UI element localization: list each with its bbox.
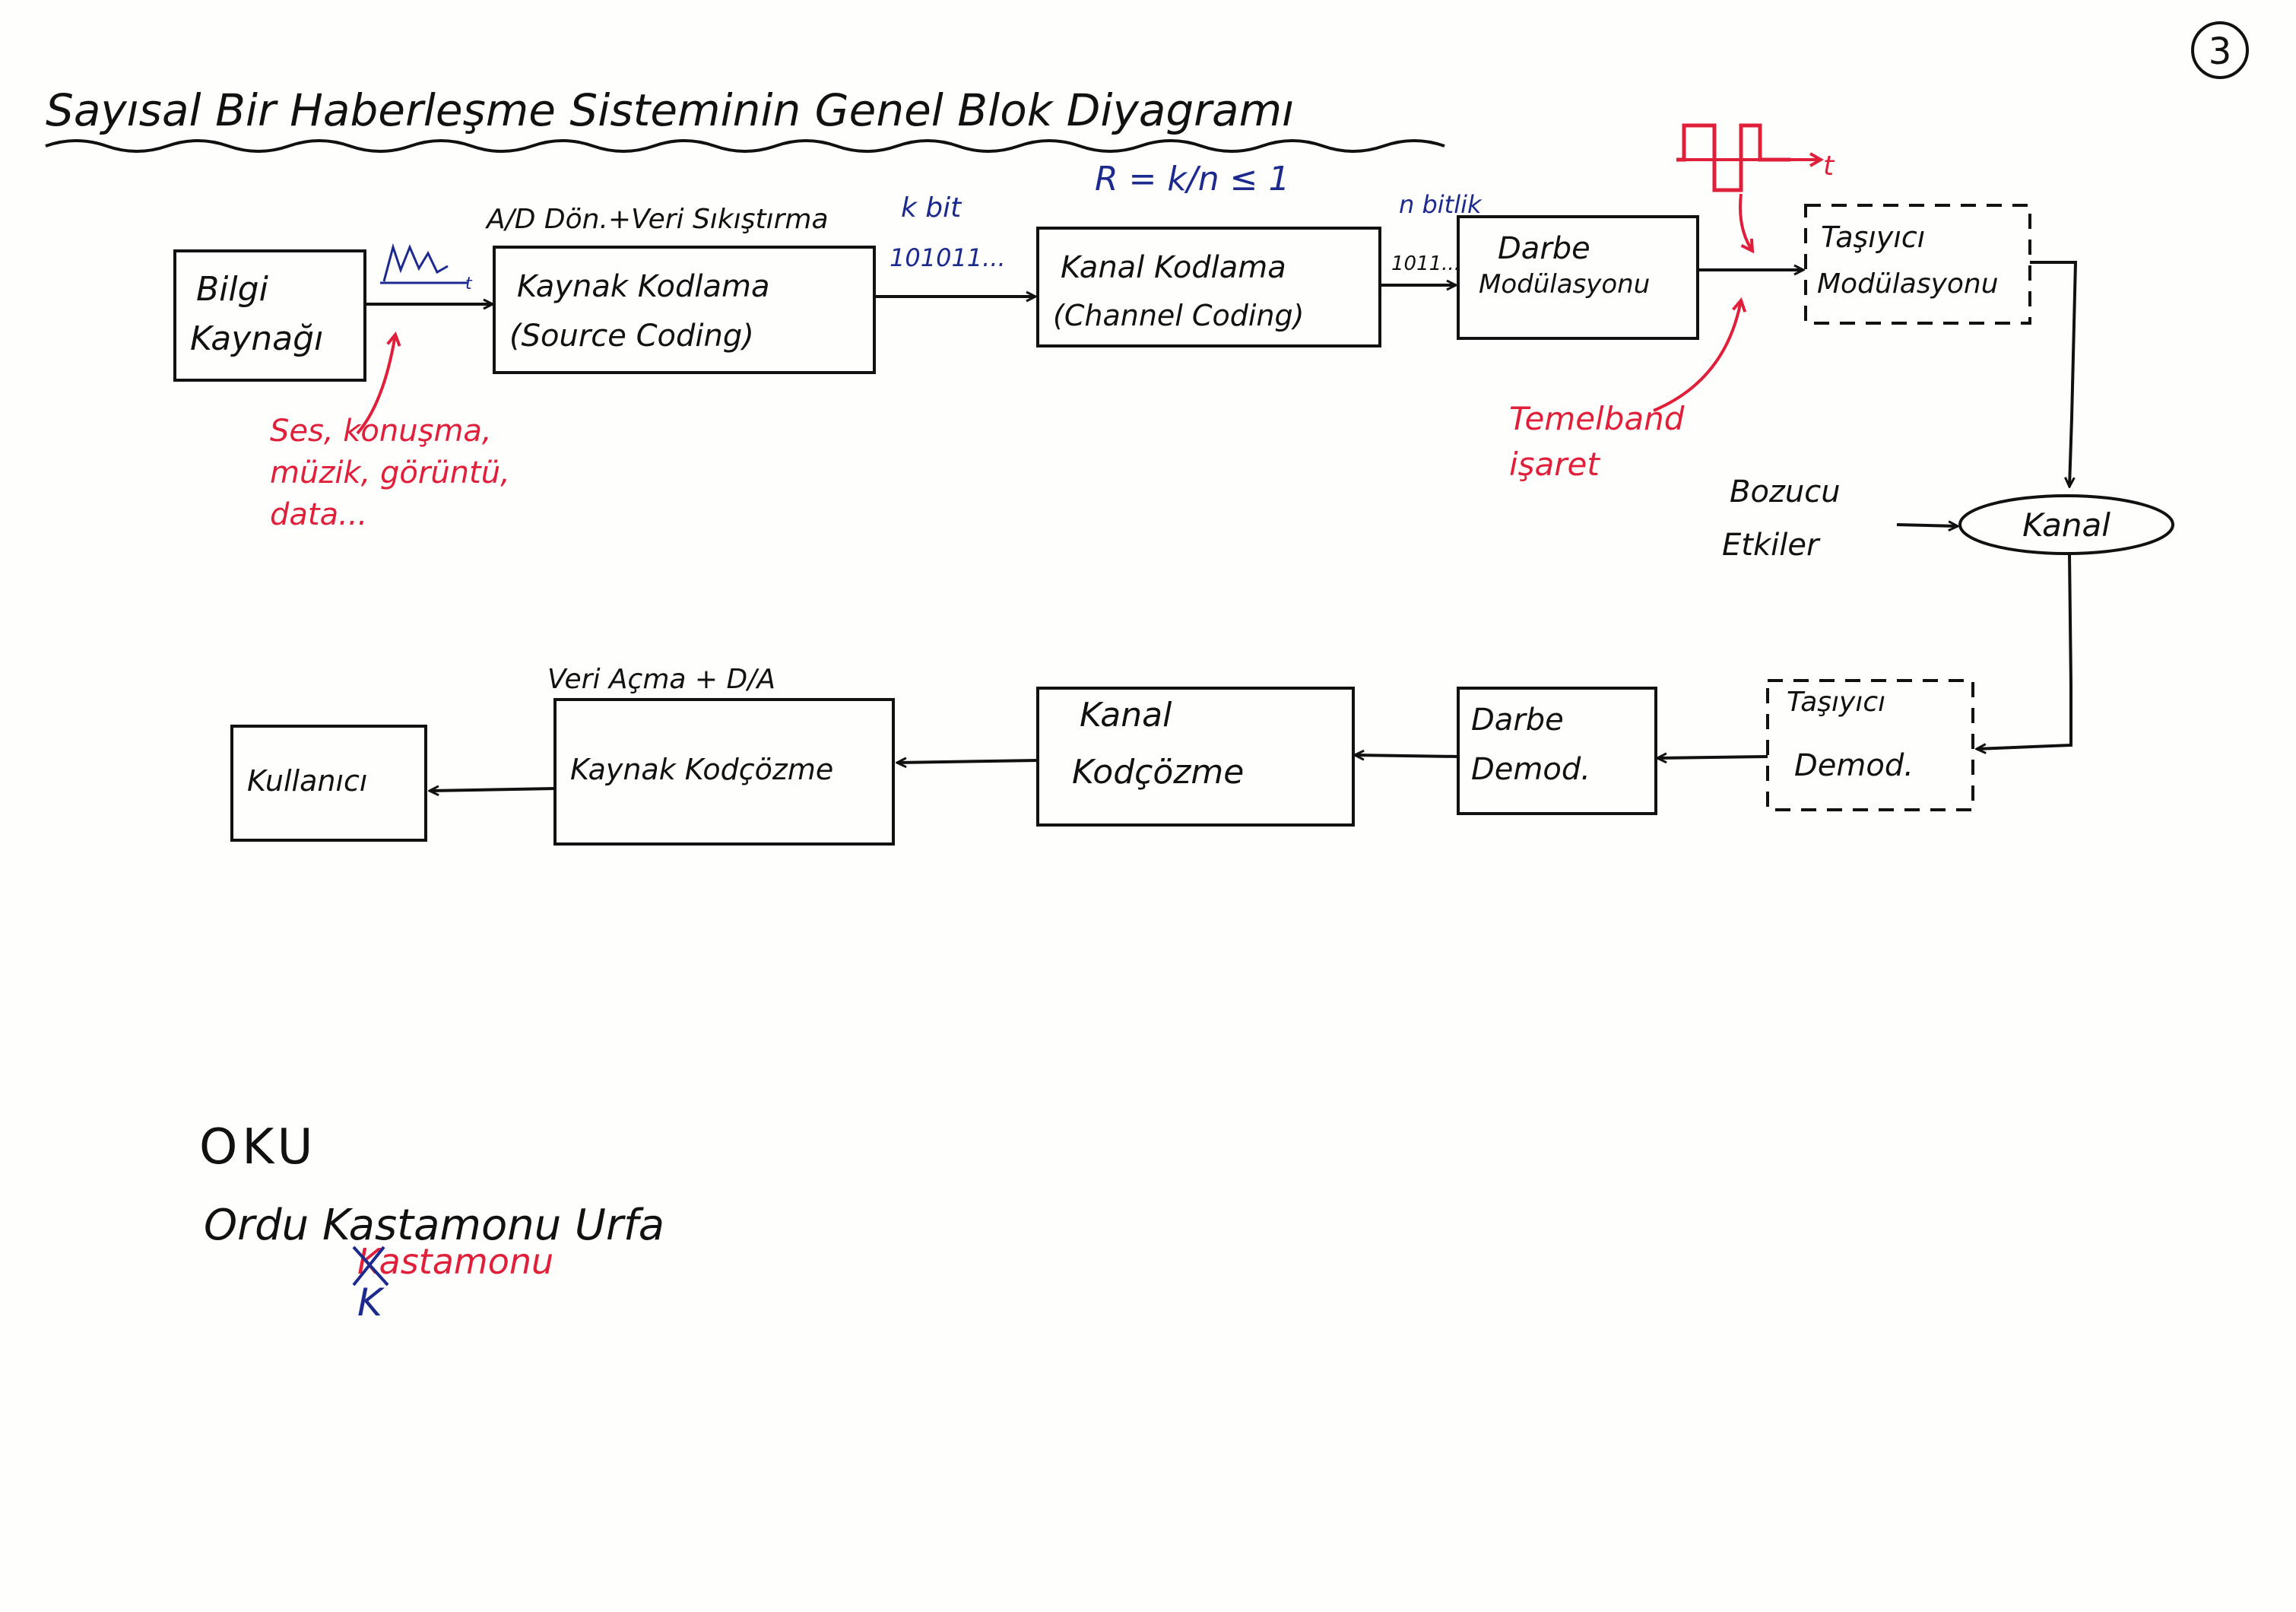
arrow-kanal-kodcozme-to-kaynak-kodcozme <box>897 760 1039 763</box>
bilgi-kaynagi-block <box>173 249 366 382</box>
kullanici-label: Kullanıcı <box>247 764 367 798</box>
darbe-modulasyonu-label-2: Modülasyonu <box>1479 269 1650 300</box>
kaynak-kodlama-label-1: Kaynak Kodlama <box>517 269 770 304</box>
tasiyici-demod-label-1: Taşıyıcı <box>1787 687 1885 718</box>
note-blue-letter: K <box>357 1280 385 1325</box>
tasiyici-modulasyonu-block <box>1804 204 2031 325</box>
kanal-kodlama-block <box>1036 227 1381 347</box>
darbe-demod-label-1: Darbe <box>1471 703 1564 738</box>
kanal-ellipse <box>1958 494 2174 555</box>
kanal-kodcozme-label-2: Kodçözme <box>1072 753 1244 792</box>
note-oku: OKU <box>199 1119 317 1176</box>
page-number: 3 <box>2209 30 2232 73</box>
source-examples-arrow <box>356 335 395 435</box>
darbe-demod-block <box>1457 687 1657 815</box>
bilgi-kaynagi-label-2: Kaynağı <box>190 319 323 358</box>
bozucu-etkiler-label-2: Etkiler <box>1722 528 1821 563</box>
temelband-label-1: Temelband <box>1509 400 1685 437</box>
k-bit-label: k bit <box>901 192 962 224</box>
bits-sequence-1: 101011... <box>890 243 1006 272</box>
source-examples-line-3: data... <box>270 497 367 532</box>
kanal-kodcozme-block <box>1036 687 1355 827</box>
pulse-pointer-arrow <box>1739 193 1752 251</box>
code-rate-label: R = k/n ≤ 1 <box>1095 160 1289 198</box>
arrow-darbe-demod-to-kanal-kodcozme <box>1355 755 1459 757</box>
page-number-circle <box>2191 21 2249 79</box>
kanal-kodlama-label-2: (Channel Coding) <box>1053 299 1304 332</box>
connector-kanal-to-tasiyici-demod <box>1977 553 2072 749</box>
note-red-word: Kastamonu <box>357 1241 553 1282</box>
kanal-label: Kanal <box>2022 506 2110 544</box>
veri-acma-label: Veri Açma + D/A <box>547 664 775 695</box>
kaynak-kodcozme-block <box>553 698 895 846</box>
connector-tasiyici-to-kanal <box>2030 261 2078 487</box>
ad-label: A/D Dön.+Veri Sıkıştırma <box>485 204 829 235</box>
temelband-label-2: işaret <box>1509 446 1600 483</box>
kanal-kodlama-label-1: Kanal Kodlama <box>1061 250 1286 285</box>
darbe-modulasyonu-block <box>1457 215 1699 340</box>
bilgi-kaynagi-label-1: Bilgi <box>196 270 269 309</box>
note-line: Ordu Kastamonu Urfa <box>204 1201 664 1250</box>
bozucu-etkiler-label-1: Bozucu <box>1730 474 1841 509</box>
kullanici-block <box>230 725 427 842</box>
arrow-tasiyici-to-darbe-demod <box>1657 757 1768 758</box>
analog-waveform <box>382 243 449 282</box>
n-bit-label: n bitlik <box>1399 190 1483 219</box>
kanal-kodcozme-label-1: Kanal <box>1080 696 1172 735</box>
title-wavy-underline <box>45 139 1445 153</box>
temelband-arrow <box>1653 300 1741 412</box>
darbe-modulasyonu-label-1: Darbe <box>1498 231 1590 266</box>
page-title: Sayısal Bir Haberleşme Sisteminin Genel … <box>46 84 1294 136</box>
source-examples-line-1: Ses, konuşma, <box>270 414 492 449</box>
tasiyici-modulasyonu-label-2: Modülasyonu <box>1817 268 1999 300</box>
note-strike-2 <box>352 1245 385 1287</box>
arrow-bozucu-to-kanal <box>1896 525 1958 526</box>
bits-sequence-2: 1011... <box>1391 252 1460 275</box>
tasiyici-demod-block <box>1766 679 1974 811</box>
kaynak-kodlama-block <box>493 246 876 374</box>
pulse-t-label: t <box>1823 151 1835 182</box>
waveform-t-label: t <box>465 274 473 294</box>
kaynak-kodlama-label-2: (Source Coding) <box>509 319 754 354</box>
darbe-demod-label-2: Demod. <box>1471 752 1590 787</box>
arrow-kaynak-kodcozme-to-kullanici <box>430 789 556 791</box>
pulse-waveform <box>1676 123 1790 192</box>
source-examples-line-2: müzik, görüntü, <box>270 455 510 490</box>
tasiyici-demod-label-2: Demod. <box>1794 748 1914 783</box>
tasiyici-modulasyonu-label-1: Taşıyıcı <box>1821 221 1925 254</box>
kaynak-kodcozme-label: Kaynak Kodçözme <box>570 753 833 786</box>
